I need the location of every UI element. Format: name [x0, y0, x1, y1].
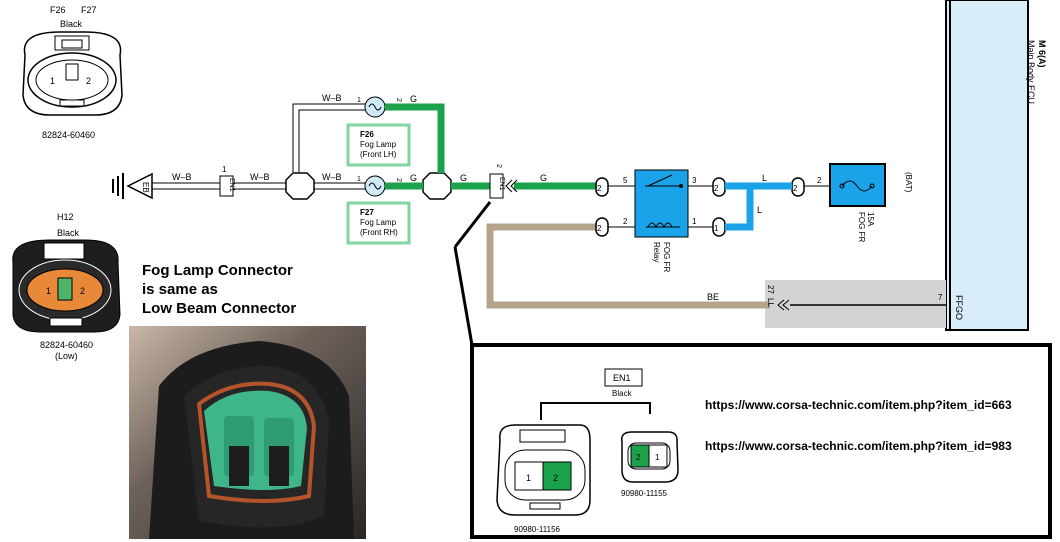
ecu-pin: 7 — [938, 293, 943, 302]
caption-line2: is same as — [142, 281, 218, 298]
f26-label: F26 — [50, 5, 66, 15]
lamp-lh-pin-in: 1 — [357, 97, 361, 104]
lamp-lh-name: Fog Lamp — [360, 140, 397, 149]
ecu-code: M 6(A) — [1037, 40, 1047, 68]
oval-pin-5: 2 — [793, 184, 798, 193]
lamp-rh-pin-in: 1 — [357, 176, 361, 183]
wb-wires — [152, 103, 365, 190]
wire-wb1: W–B — [172, 172, 192, 182]
be-wire — [486, 223, 770, 309]
en1-big-connector-icon: 1 2 — [496, 424, 591, 516]
green-wires — [385, 103, 596, 190]
wire-g1: G — [410, 94, 417, 104]
ground-label: EB — [141, 182, 150, 193]
ecu-name: Main Body ECU — [1026, 40, 1036, 104]
h12-connector-icon: 1 2 — [12, 239, 121, 333]
h12-color: Black — [57, 228, 80, 238]
big-pin-1: 1 — [526, 473, 531, 483]
blue-wires — [725, 182, 792, 231]
h12-note: (Low) — [55, 351, 78, 361]
oval-pin-1: 2 — [597, 184, 602, 193]
relay-pin5: 5 — [623, 176, 628, 185]
leader-line-bottom — [453, 246, 474, 346]
wire-wb4: W–B — [322, 93, 342, 103]
relay-pin1: 1 — [692, 217, 697, 226]
lamp-rh-side: (Front RH) — [360, 228, 398, 237]
lamp-lh-id: F26 — [360, 130, 374, 139]
ecu-terminal: FFGO — [954, 295, 964, 320]
inset-url-2[interactable]: https://www.corsa-technic.com/item.php?i… — [705, 439, 1012, 453]
small-part: 90980-11155 — [621, 489, 668, 498]
en1-small-connector-icon: 2 1 — [620, 431, 679, 483]
f26-pin2: 2 — [86, 76, 91, 86]
ecu-panel — [945, 0, 1029, 331]
inset-color: Black — [612, 389, 633, 398]
en1-right-label: EN1 — [498, 177, 505, 191]
fog-fr-relay — [634, 169, 689, 238]
h12-label: H12 — [57, 212, 74, 222]
wire-g3: G — [460, 173, 467, 183]
fuse-rating: 15A — [866, 212, 875, 227]
f26-f27-connector-icon: 1 2 — [22, 31, 123, 116]
h12-pin1: 1 — [46, 286, 51, 296]
wire-be: BE — [707, 292, 719, 302]
big-pin-2: 2 — [553, 473, 558, 483]
small-pin-2: 2 — [636, 453, 641, 462]
wire-g4: G — [540, 173, 547, 183]
relay-name: FOG FR — [662, 242, 671, 272]
wire-l1: L — [762, 173, 767, 183]
wire-wb3: W–B — [322, 172, 342, 182]
lamp-lh-pin-out: 2 — [395, 98, 402, 102]
h12-pin2: 2 — [80, 286, 85, 296]
oval-pin-2: 2 — [597, 224, 602, 233]
lamp-lh-box — [346, 123, 411, 167]
fuse-name: FOG FR — [857, 212, 866, 242]
relay-pin2: 2 — [623, 217, 628, 226]
fuse-pin: 2 — [817, 176, 822, 185]
relay-pin3: 3 — [692, 176, 697, 185]
fuse-15a — [829, 163, 886, 207]
wire-g2: G — [410, 173, 417, 183]
oval-pin-3: 2 — [714, 184, 719, 193]
lamp-rh-name: Fog Lamp — [360, 218, 397, 227]
ll-label: LL — [766, 298, 775, 307]
ll-pin: 27 — [766, 285, 775, 294]
f26-color: Black — [60, 19, 83, 29]
wire-l2: L — [757, 205, 762, 215]
inset-title: EN1 — [613, 373, 631, 383]
f26-part: 82824-60460 — [42, 130, 95, 140]
ground-icon: EB — [112, 172, 153, 200]
leader-line-top — [453, 201, 492, 248]
en1-left-label: EN1 — [228, 178, 235, 192]
wire-wb2: W–B — [250, 172, 270, 182]
en1-junction-left — [219, 175, 234, 197]
inset-title-box — [604, 368, 643, 387]
ll-shade — [765, 280, 946, 328]
en1-junction-right — [489, 173, 504, 199]
lamp-lh-side: (Front LH) — [360, 150, 397, 159]
inset-url-1[interactable]: https://www.corsa-technic.com/item.php?i… — [705, 398, 1012, 412]
big-part: 90980-11156 — [514, 525, 561, 534]
lamp-rh-box — [346, 201, 411, 245]
fuse-bat: (BAT) — [904, 172, 913, 193]
splice-left — [285, 172, 315, 200]
oval-pin-4: 1 — [714, 224, 719, 233]
f27-label: F27 — [81, 5, 97, 15]
small-pin-1: 1 — [655, 453, 660, 462]
en1-right-pin: 2 — [495, 164, 502, 168]
caption-line1: Fog Lamp Connector — [142, 262, 293, 279]
lamp-rh-id: F27 — [360, 208, 374, 217]
h12-part: 82824-60460 — [40, 340, 93, 350]
en1-left-pin: 1 — [222, 165, 227, 174]
relay-sub: Relay — [652, 242, 661, 262]
caption-line3: Low Beam Connector — [142, 300, 296, 317]
connector-photo — [129, 326, 366, 539]
lamp-rh-pin-out: 2 — [395, 178, 402, 182]
splice-right — [422, 172, 452, 200]
f26-pin1: 1 — [50, 76, 55, 86]
